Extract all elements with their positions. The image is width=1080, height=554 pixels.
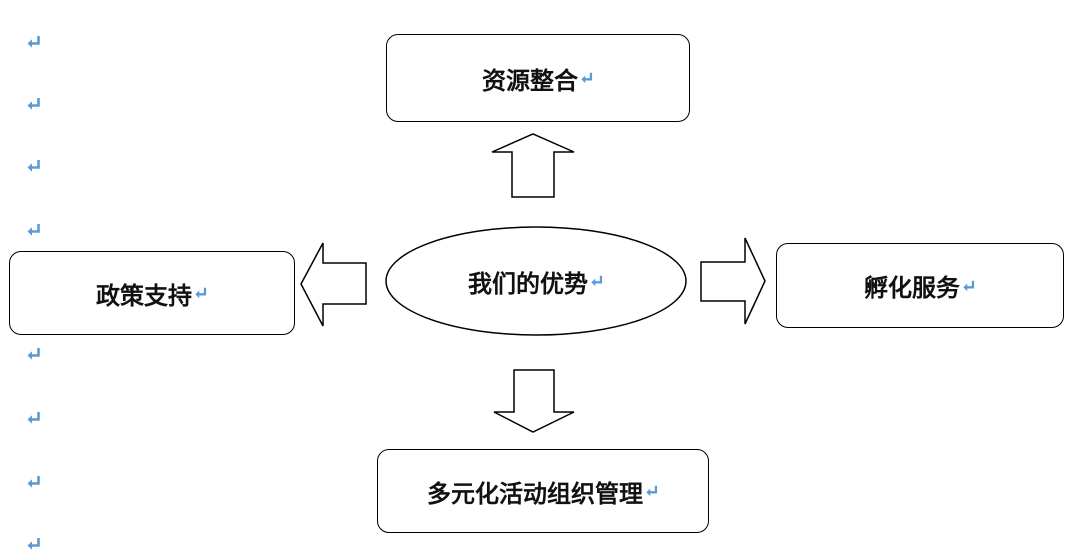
arrow-left bbox=[300, 242, 367, 327]
node-top: 资源整合 bbox=[386, 34, 690, 122]
paragraph-mark-icon bbox=[962, 279, 976, 293]
paragraph-mark-icon bbox=[194, 286, 208, 300]
node-bottom: 多元化活动组织管理 bbox=[377, 449, 709, 533]
arrow-right bbox=[700, 237, 766, 325]
center-node-label: 我们的优势 bbox=[385, 246, 687, 316]
node-left-label: 政策支持 bbox=[96, 281, 192, 310]
arrow-up bbox=[491, 133, 575, 198]
node-right: 孵化服务 bbox=[776, 243, 1064, 328]
node-right-label: 孵化服务 bbox=[864, 274, 960, 302]
node-top-label: 资源整合 bbox=[482, 66, 578, 95]
node-bottom-label: 多元化活动组织管理 bbox=[427, 479, 643, 508]
node-left: 政策支持 bbox=[9, 251, 295, 335]
center-ellipse bbox=[385, 226, 687, 336]
center-text: 我们的优势 bbox=[468, 269, 588, 298]
paragraph-mark-icon bbox=[645, 484, 659, 498]
paragraph-mark-icon bbox=[580, 71, 594, 85]
paragraph-mark-icon bbox=[590, 274, 604, 288]
arrow-down bbox=[493, 369, 575, 433]
